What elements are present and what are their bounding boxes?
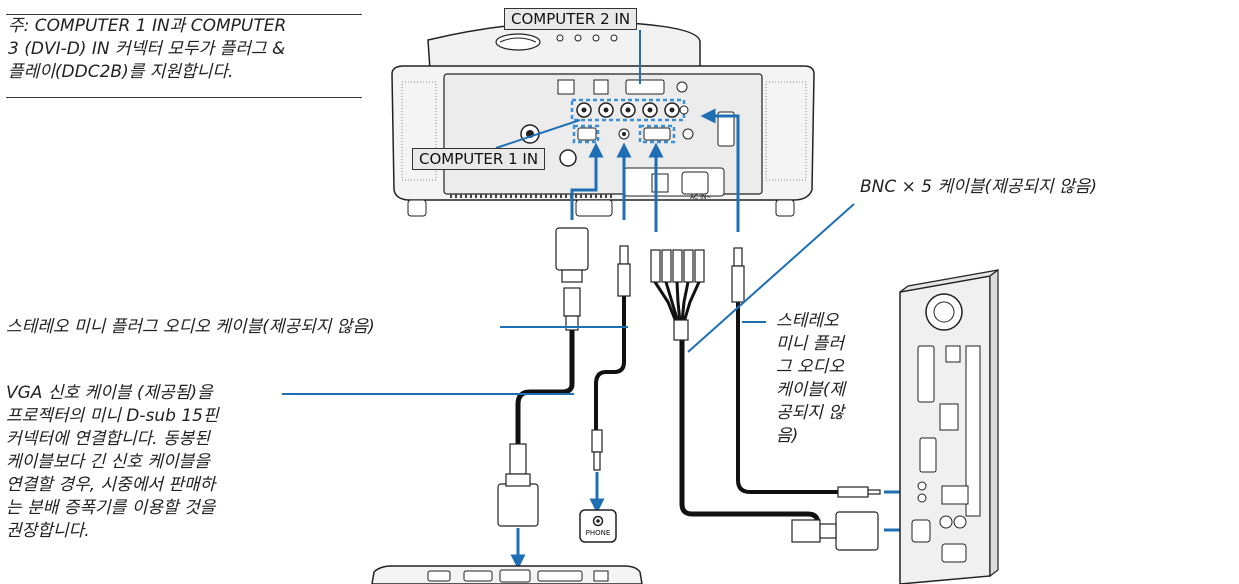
callout-line: 케이블(제 [776,380,846,400]
computer2-in-label: COMPUTER 2 IN [504,8,638,30]
stereo-cable-left-label: 스테레오 미니 플러그 오디오 케이블(제공되지 않음) [6,317,375,337]
pc-vga-plug [791,511,879,551]
pc-tower [899,268,999,584]
callout-line: 케이블보다 긴 신호 케이블을 [6,452,210,472]
plug-and-play-note: 주: COMPUTER 1 IN과 COMPUTER 3 (DVI-D) IN … [8,15,360,84]
ac-inlet-icon [681,171,709,195]
audio-plugs [591,245,881,498]
vga-plug [497,227,589,527]
callout-line: 그 오디오 [776,357,844,377]
note-line: 주: COMPUTER 1 IN과 COMPUTER [8,16,287,36]
lens-cap-icon [495,33,541,51]
note-bottom-rule [6,97,362,98]
stereo-cable-right-label: 스테레오 미니 플러 그 오디오 케이블(제 공되지 않 음) [776,310,886,448]
callout-line: 음) [776,426,799,446]
callout-line: VGA 신호 케이블 (제공됨)을 [6,383,213,403]
vga-cable-label: VGA 신호 케이블 (제공됨)을 프로젝터의 미니 D-sub 15핀 커넥터… [6,382,296,543]
callout-line: 연결할 경우, 시중에서 판매하 [6,475,216,495]
callout-line: 프로젝터의 미니 D-sub 15핀 [6,406,219,426]
computer1-in-label: COMPUTER 1 IN [412,148,546,170]
fan-icon [925,293,963,331]
callout-line: 공되지 않 [776,403,844,423]
projector [391,20,815,217]
phone-port [579,509,617,543]
callout-line: 권장합니다. [6,521,90,541]
callout-line: 는 분배 증폭기를 이용할 것을 [6,498,216,518]
ac-in-label: AC IN~ [690,194,712,201]
phone-port-label: PHONE [585,529,611,537]
pc-power-inlet-icon [941,543,967,563]
laptop [371,565,643,584]
note-top-rule [6,14,362,15]
callout-line: 미니 플러 [776,334,844,354]
note-line: 플레이(DDC2B)를 지원합니다. [8,62,234,82]
projector-arrows [570,108,740,232]
leader-lines [282,30,855,395]
callout-line: 커넥터에 연결합니다. 동봉된 [6,429,210,449]
bnc-plugs [650,249,705,341]
bnc-connectors [576,102,680,118]
note-line: 3 (DVI-D) IN 커넥터 모두가 플러그 & [8,39,286,59]
callout-line: 스테레오 [776,311,839,331]
bnc-cable-label: BNC × 5 케이블(제공되지 않음) [860,177,1097,197]
